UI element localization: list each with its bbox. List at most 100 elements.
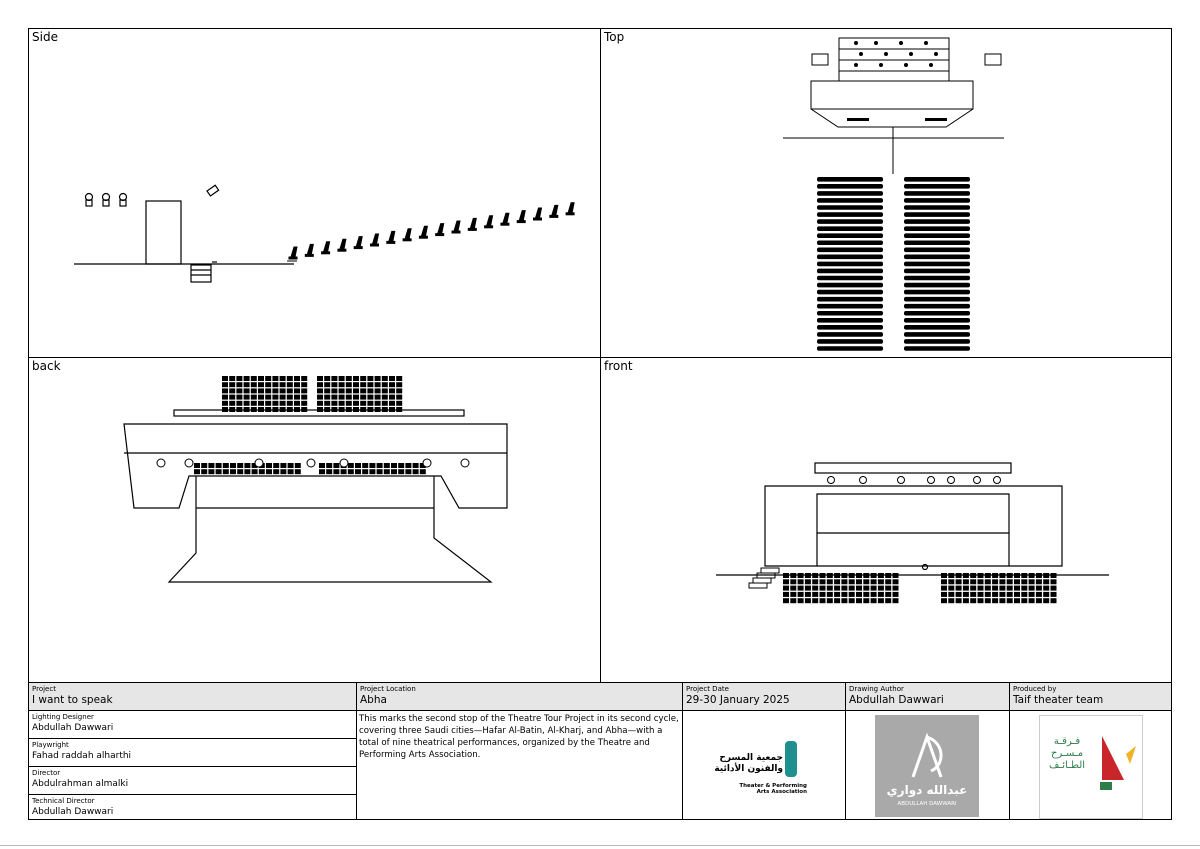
back-seat (367, 382, 374, 388)
front-seat (790, 579, 797, 585)
back-view-label: back (32, 359, 61, 373)
title-block: Project I want to speak Project Location… (29, 682, 1171, 820)
back-seat (272, 376, 279, 381)
back-stage-floor (167, 476, 493, 583)
top-seat-row (904, 198, 970, 203)
front-seat (870, 585, 877, 591)
front-seat (877, 579, 884, 585)
back-seat (243, 394, 250, 400)
front-seat (1021, 585, 1028, 591)
front-seat (856, 598, 862, 604)
side-seat (435, 223, 445, 237)
front-light-fixture (897, 476, 905, 484)
front-seat (790, 585, 797, 591)
side-seat (500, 212, 510, 226)
front-seat (826, 598, 833, 604)
front-seat (1035, 585, 1042, 591)
top-seat-row (904, 339, 970, 344)
author-field: Drawing Author Abdullah Dawwari (849, 685, 944, 706)
back-seat (215, 463, 222, 468)
back-seat (301, 376, 308, 381)
back-seat (286, 376, 293, 381)
back-seat (229, 388, 236, 394)
front-seat (1021, 573, 1028, 578)
front-seat (819, 579, 826, 585)
front-seat (892, 591, 899, 597)
back-seat (286, 394, 293, 400)
front-seat (877, 598, 884, 604)
back-seat (317, 382, 323, 388)
front-seat (892, 585, 899, 591)
back-seating (194, 376, 426, 475)
back-seat (258, 407, 264, 412)
front-seat (1021, 591, 1028, 597)
back-seat (324, 382, 331, 388)
back-seat (389, 394, 395, 400)
date-field: Project Date 29-30 January 2025 (686, 685, 790, 706)
front-seat (892, 598, 899, 604)
back-seat (338, 394, 345, 400)
back-seat (237, 469, 244, 475)
back-view-drawing (123, 376, 508, 583)
top-seat-row (817, 240, 883, 246)
front-light-fixture (947, 476, 955, 484)
top-seat-row (904, 177, 970, 182)
back-seat (367, 400, 374, 406)
producer: Taif theater team (1013, 694, 1104, 706)
back-seat (333, 469, 340, 475)
back-seat (250, 382, 257, 388)
front-seat (955, 573, 962, 578)
top-light-fixture (854, 41, 858, 45)
back-seat (265, 382, 272, 388)
top-seat-row (817, 303, 883, 309)
top-view-drawing (783, 37, 1004, 351)
back-seat (208, 469, 215, 475)
back-seat (294, 382, 300, 388)
top-seat-row (904, 325, 970, 330)
project-location: Abha (360, 694, 387, 706)
back-seat (338, 388, 345, 394)
top-light-fixture (924, 41, 928, 45)
speaker-right (984, 53, 1002, 66)
front-seat (819, 591, 826, 597)
front-seat (885, 591, 892, 597)
front-seat (812, 573, 819, 578)
top-seat-row (817, 254, 883, 260)
back-seat (222, 463, 229, 468)
front-seat (826, 585, 833, 591)
top-seat-row (904, 261, 970, 267)
back-seat (324, 376, 331, 381)
stage-scenery-flat (145, 200, 182, 265)
back-seat (258, 376, 264, 381)
back-seat (294, 394, 300, 400)
front-seat (977, 591, 984, 597)
back-seat (396, 382, 403, 388)
back-seat (353, 407, 359, 412)
back-seat (230, 469, 236, 475)
back-seat (317, 394, 323, 400)
top-seat-row (817, 318, 883, 323)
front-seat (992, 598, 999, 604)
back-seat (324, 407, 331, 412)
top-seat-row (904, 254, 970, 260)
side-seat (565, 202, 575, 216)
back-seat (396, 407, 403, 412)
back-seat (374, 376, 381, 381)
back-seat (374, 407, 381, 412)
back-seat (258, 394, 264, 400)
back-seat (396, 388, 403, 394)
front-seating (748, 567, 1057, 604)
location-field: Project Location Abha (360, 685, 416, 706)
back-seat (279, 382, 286, 388)
back-seat (265, 376, 272, 381)
front-seat (856, 579, 862, 585)
back-seat (398, 469, 405, 475)
front-seat (841, 573, 848, 578)
top-light-fixture (884, 52, 888, 56)
back-seat (317, 400, 323, 406)
front-seat (962, 573, 969, 578)
top-light-fixture (904, 63, 908, 67)
back-seat (265, 388, 272, 394)
stage-plan (810, 80, 974, 128)
back-seat (362, 463, 369, 468)
